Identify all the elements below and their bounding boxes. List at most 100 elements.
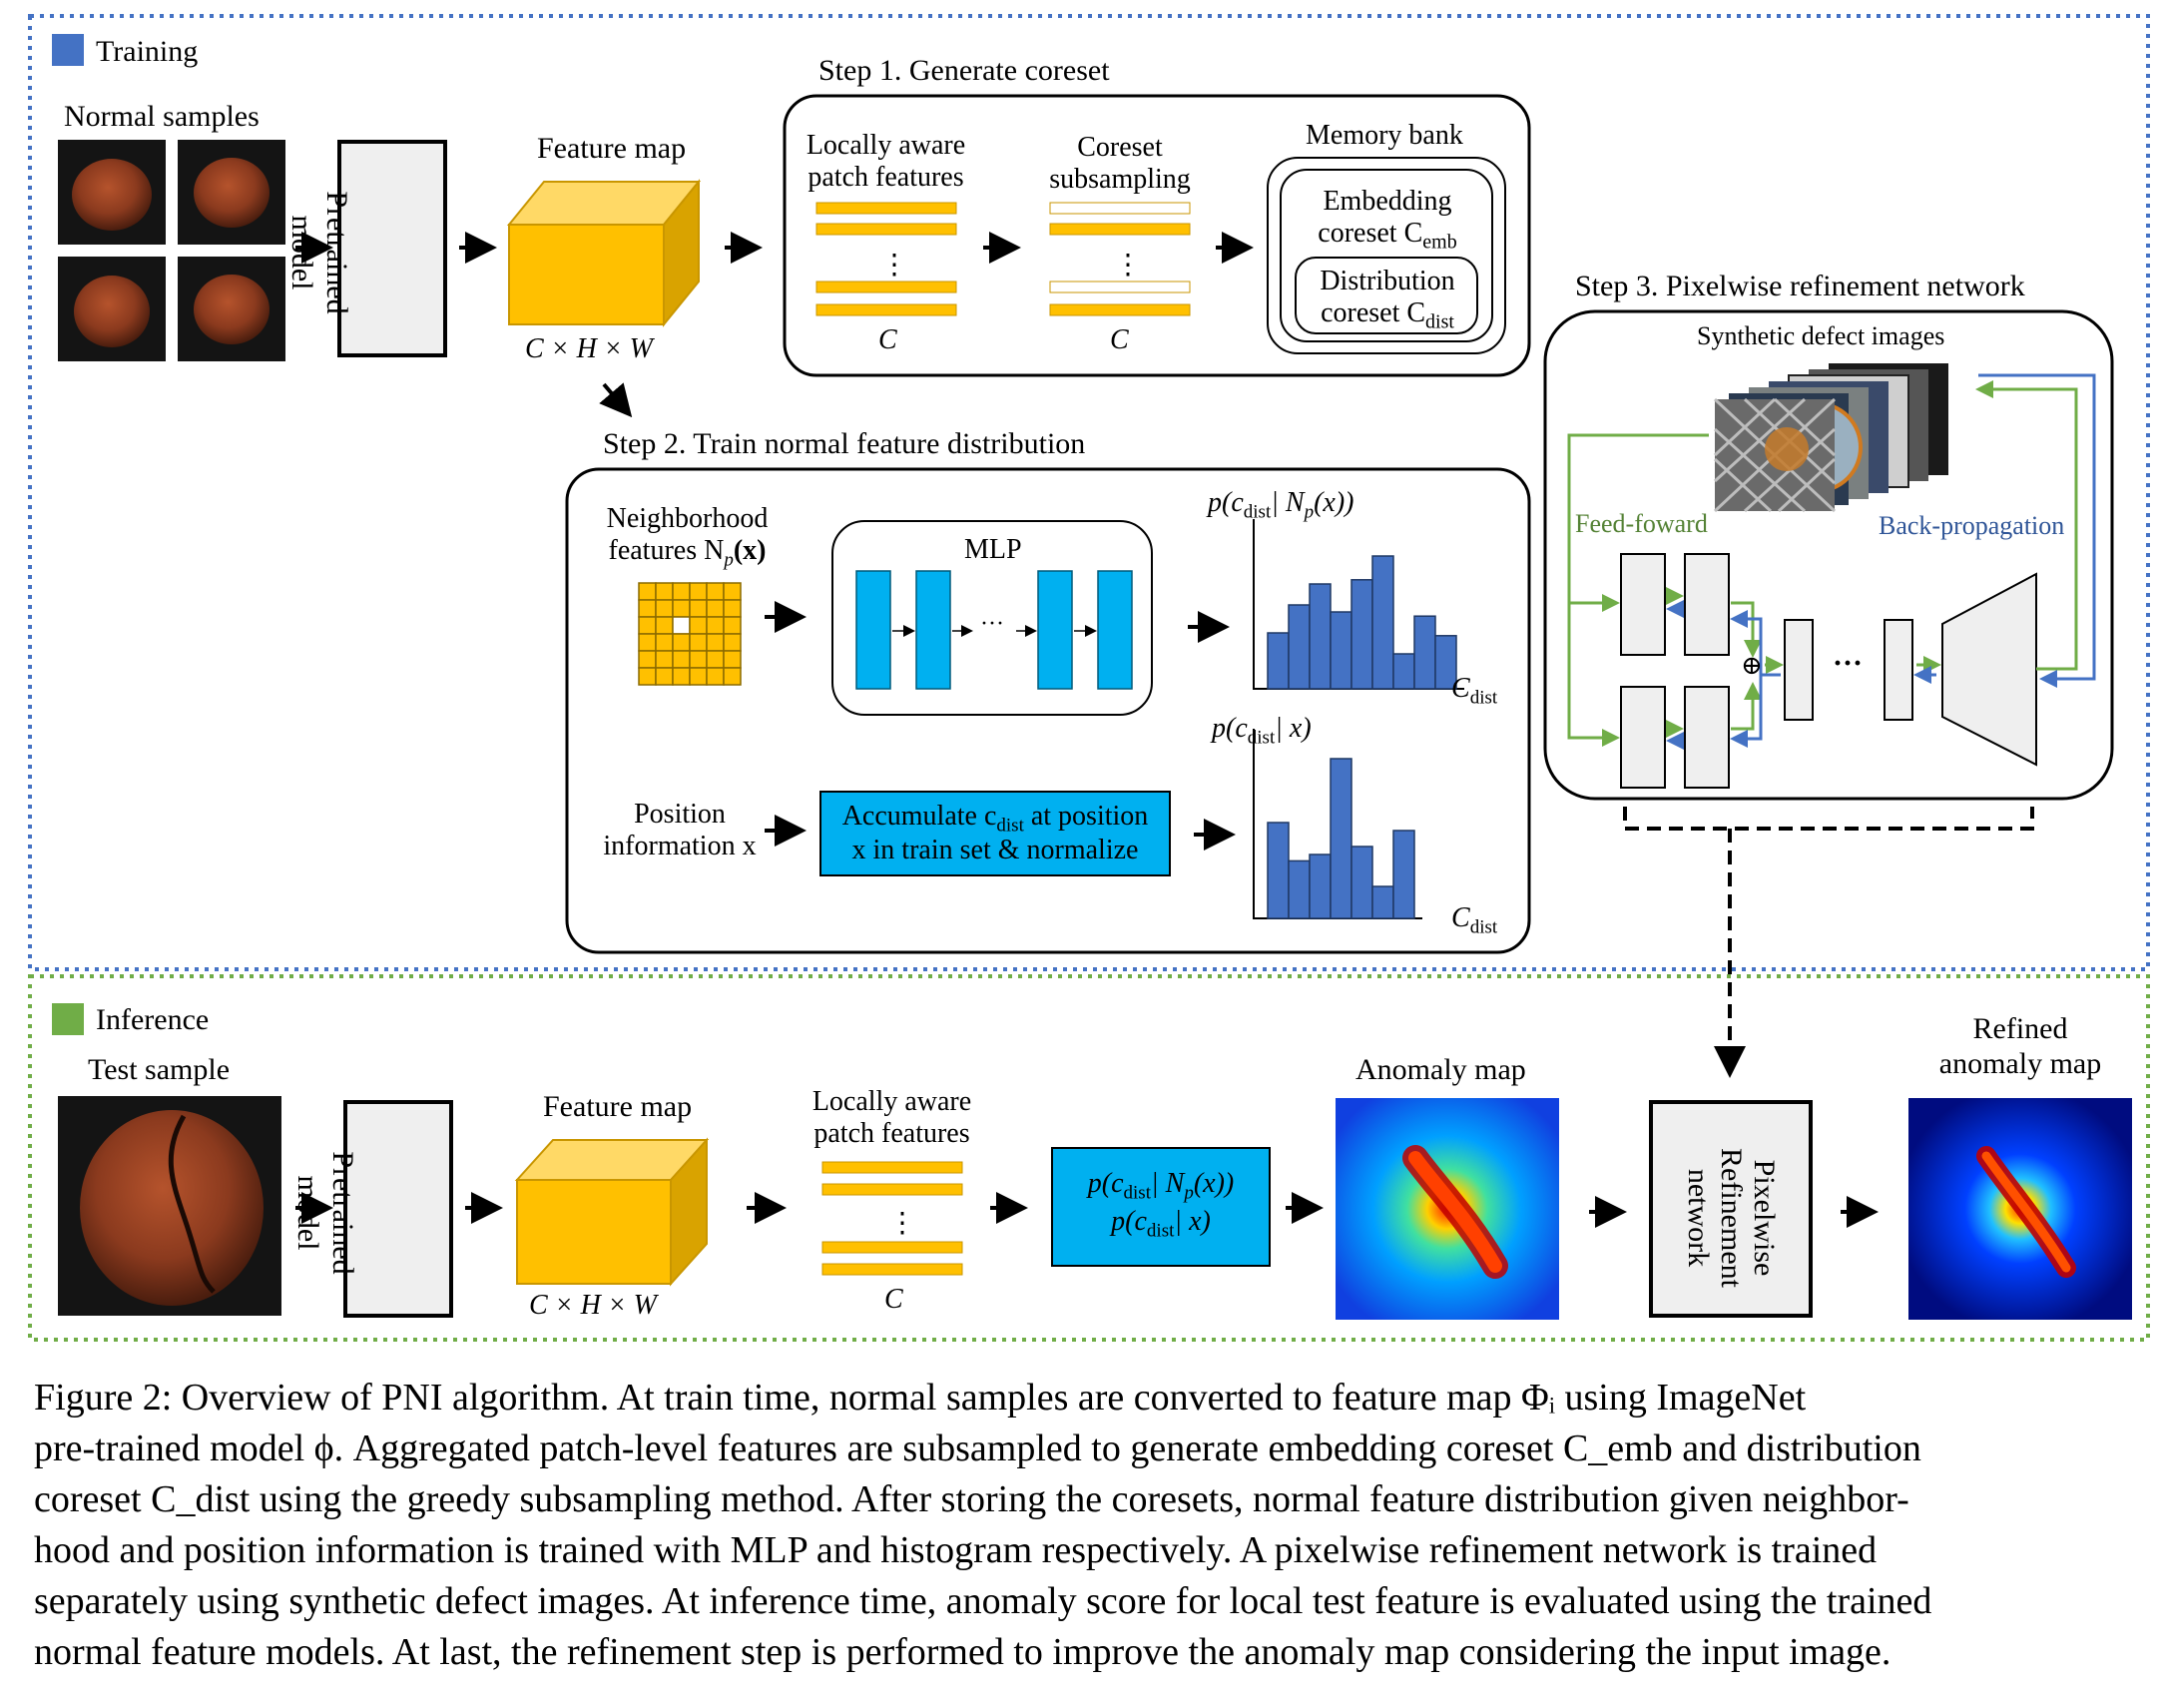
inference-prob-line2: p(cdist| x) — [1111, 1206, 1211, 1242]
inference-feature-map-dims: C × H × W — [529, 1290, 658, 1321]
inference-prob-box — [1051, 1147, 1271, 1267]
step3-bracket — [1623, 807, 2034, 831]
feature-map-cube — [506, 179, 702, 327]
step2-box — [565, 467, 1531, 954]
histogram-bar — [1371, 885, 1394, 919]
neighbor-patch — [706, 616, 725, 635]
accumulate-line2: x in train set & normalize — [851, 835, 1139, 865]
histogram-bar — [1434, 635, 1457, 690]
neighbor-patch — [706, 582, 725, 601]
inference-feature-map-label: Feature map — [543, 1090, 693, 1123]
neighbor-patch — [689, 667, 708, 686]
synthetic-label: Synthetic defect images — [1697, 321, 1945, 350]
histogram-bar — [1392, 653, 1415, 690]
memory-bank-label: Memory bank — [1306, 120, 1463, 151]
feature-map-label: Feature map — [537, 132, 687, 165]
neighbor-patch — [655, 616, 674, 635]
neighbor-patch — [638, 616, 657, 635]
step1-box — [783, 94, 1531, 377]
backprop-label: Back-propagation — [1879, 511, 2065, 540]
neighbor-patch — [706, 633, 725, 652]
training-legend-label: Training — [96, 35, 199, 68]
neighbor-patch — [672, 599, 691, 618]
neighbor-patch — [689, 650, 708, 669]
neighbor-patch — [672, 582, 691, 601]
training-section — [28, 14, 2150, 971]
inference-patch-dim: C — [884, 1284, 903, 1315]
step3-title: Step 3. Pixelwise refinement network — [1575, 270, 2025, 302]
neighbor-patch — [723, 582, 742, 601]
neighbor-patch — [706, 599, 725, 618]
anomaly-map-image — [1336, 1098, 1559, 1320]
caption-line: coreset C_dist using the greedy subsampl… — [34, 1478, 1909, 1520]
neighbor-patch — [689, 599, 708, 618]
neighbor-patch — [655, 582, 674, 601]
test-crack — [168, 1114, 216, 1294]
inference-legend-label: Inference — [96, 1003, 210, 1036]
histogram-bar — [1267, 822, 1290, 919]
pixelwise-refinement-box — [1649, 1100, 1813, 1318]
memory-bank-outer — [1267, 157, 1506, 354]
neighbor-patch — [706, 667, 725, 686]
neighbor-patch — [723, 599, 742, 618]
refined-anomaly-map-image — [1908, 1098, 2132, 1320]
coreset-bars — [1049, 202, 1191, 316]
inference-patch-label: Locally aware patch features — [811, 1086, 972, 1150]
mlp-histogram — [1253, 519, 1464, 690]
anomaly-map-label: Anomaly map — [1355, 1053, 1526, 1086]
neighbor-patch — [672, 650, 691, 669]
backprop-arrows — [1666, 373, 2096, 750]
training-legend-square — [52, 34, 84, 66]
network-dots: ··· — [1833, 647, 1864, 680]
neighbor-patch — [723, 667, 742, 686]
neighbor-patch — [638, 633, 657, 652]
neighbor-patch — [638, 667, 657, 686]
position-label: Position information x — [603, 799, 757, 862]
neighbor-patch — [672, 667, 691, 686]
coreset-subsampling-label: Coreset subsampling — [1049, 132, 1191, 196]
histogram-bar — [1267, 632, 1290, 690]
patch-features-label: Locally aware patch features — [806, 130, 966, 194]
inference-pretrained-label: Pretrained model — [291, 1151, 360, 1275]
normal-samples-label: Normal samples — [64, 100, 260, 133]
histogram-bar — [1309, 583, 1332, 690]
neighbor-patch — [638, 599, 657, 618]
caption-line: pre-trained model ϕ. Aggregated patch-le… — [34, 1427, 1921, 1469]
histogram-bar — [1330, 758, 1352, 919]
feature-map-dims: C × H × W — [525, 333, 654, 364]
histogram-bar — [1371, 555, 1394, 690]
neighborhood-grid — [638, 582, 742, 686]
step2-title: Step 2. Train normal feature distributio… — [603, 427, 1086, 460]
refinement-label: Pixelwise Refinement network — [1682, 1148, 1781, 1288]
step3-box — [1543, 309, 2114, 801]
neighbor-patch — [689, 582, 708, 601]
synthetic-defect-images — [1713, 363, 1948, 513]
prob-neighborhood-label: p(cdist| Np(x)) — [1208, 487, 1354, 523]
neighbor-patch — [655, 599, 674, 618]
memory-bank-inner — [1280, 169, 1493, 342]
histogram-bar — [1288, 859, 1311, 919]
histogram-bar — [1330, 611, 1352, 690]
refined-label: Refined anomaly map — [1938, 1012, 2102, 1080]
inference-pretrained-model-box — [343, 1100, 453, 1318]
neighbor-patch — [638, 582, 657, 601]
neighbor-patch — [655, 633, 674, 652]
histogram-bar — [1392, 830, 1415, 919]
accumulate-box — [819, 791, 1171, 876]
neighbor-patch — [638, 650, 657, 669]
patch-feature-bars — [815, 202, 957, 316]
mlp-label: MLP — [964, 534, 1022, 565]
test-hazelnut — [80, 1110, 264, 1306]
caption-line: separately using synthetic defect images… — [34, 1580, 1932, 1622]
histogram-bar — [1288, 604, 1311, 690]
inference-prob-line1: p(cdist| Np(x)) — [1087, 1168, 1235, 1204]
caption-line: hood and position information is trained… — [34, 1529, 1878, 1571]
neighbor-patch — [706, 650, 725, 669]
concat-symbol: ⊕ — [1741, 651, 1763, 680]
embedding-coreset-label: Embedding coreset Cemb — [1318, 186, 1457, 254]
accumulate-line1: Accumulate cdist at position — [841, 801, 1149, 837]
normal-samples-grid — [58, 140, 285, 361]
feedforward-arrows — [1567, 380, 2078, 747]
step1-title: Step 1. Generate coreset — [818, 54, 1110, 87]
